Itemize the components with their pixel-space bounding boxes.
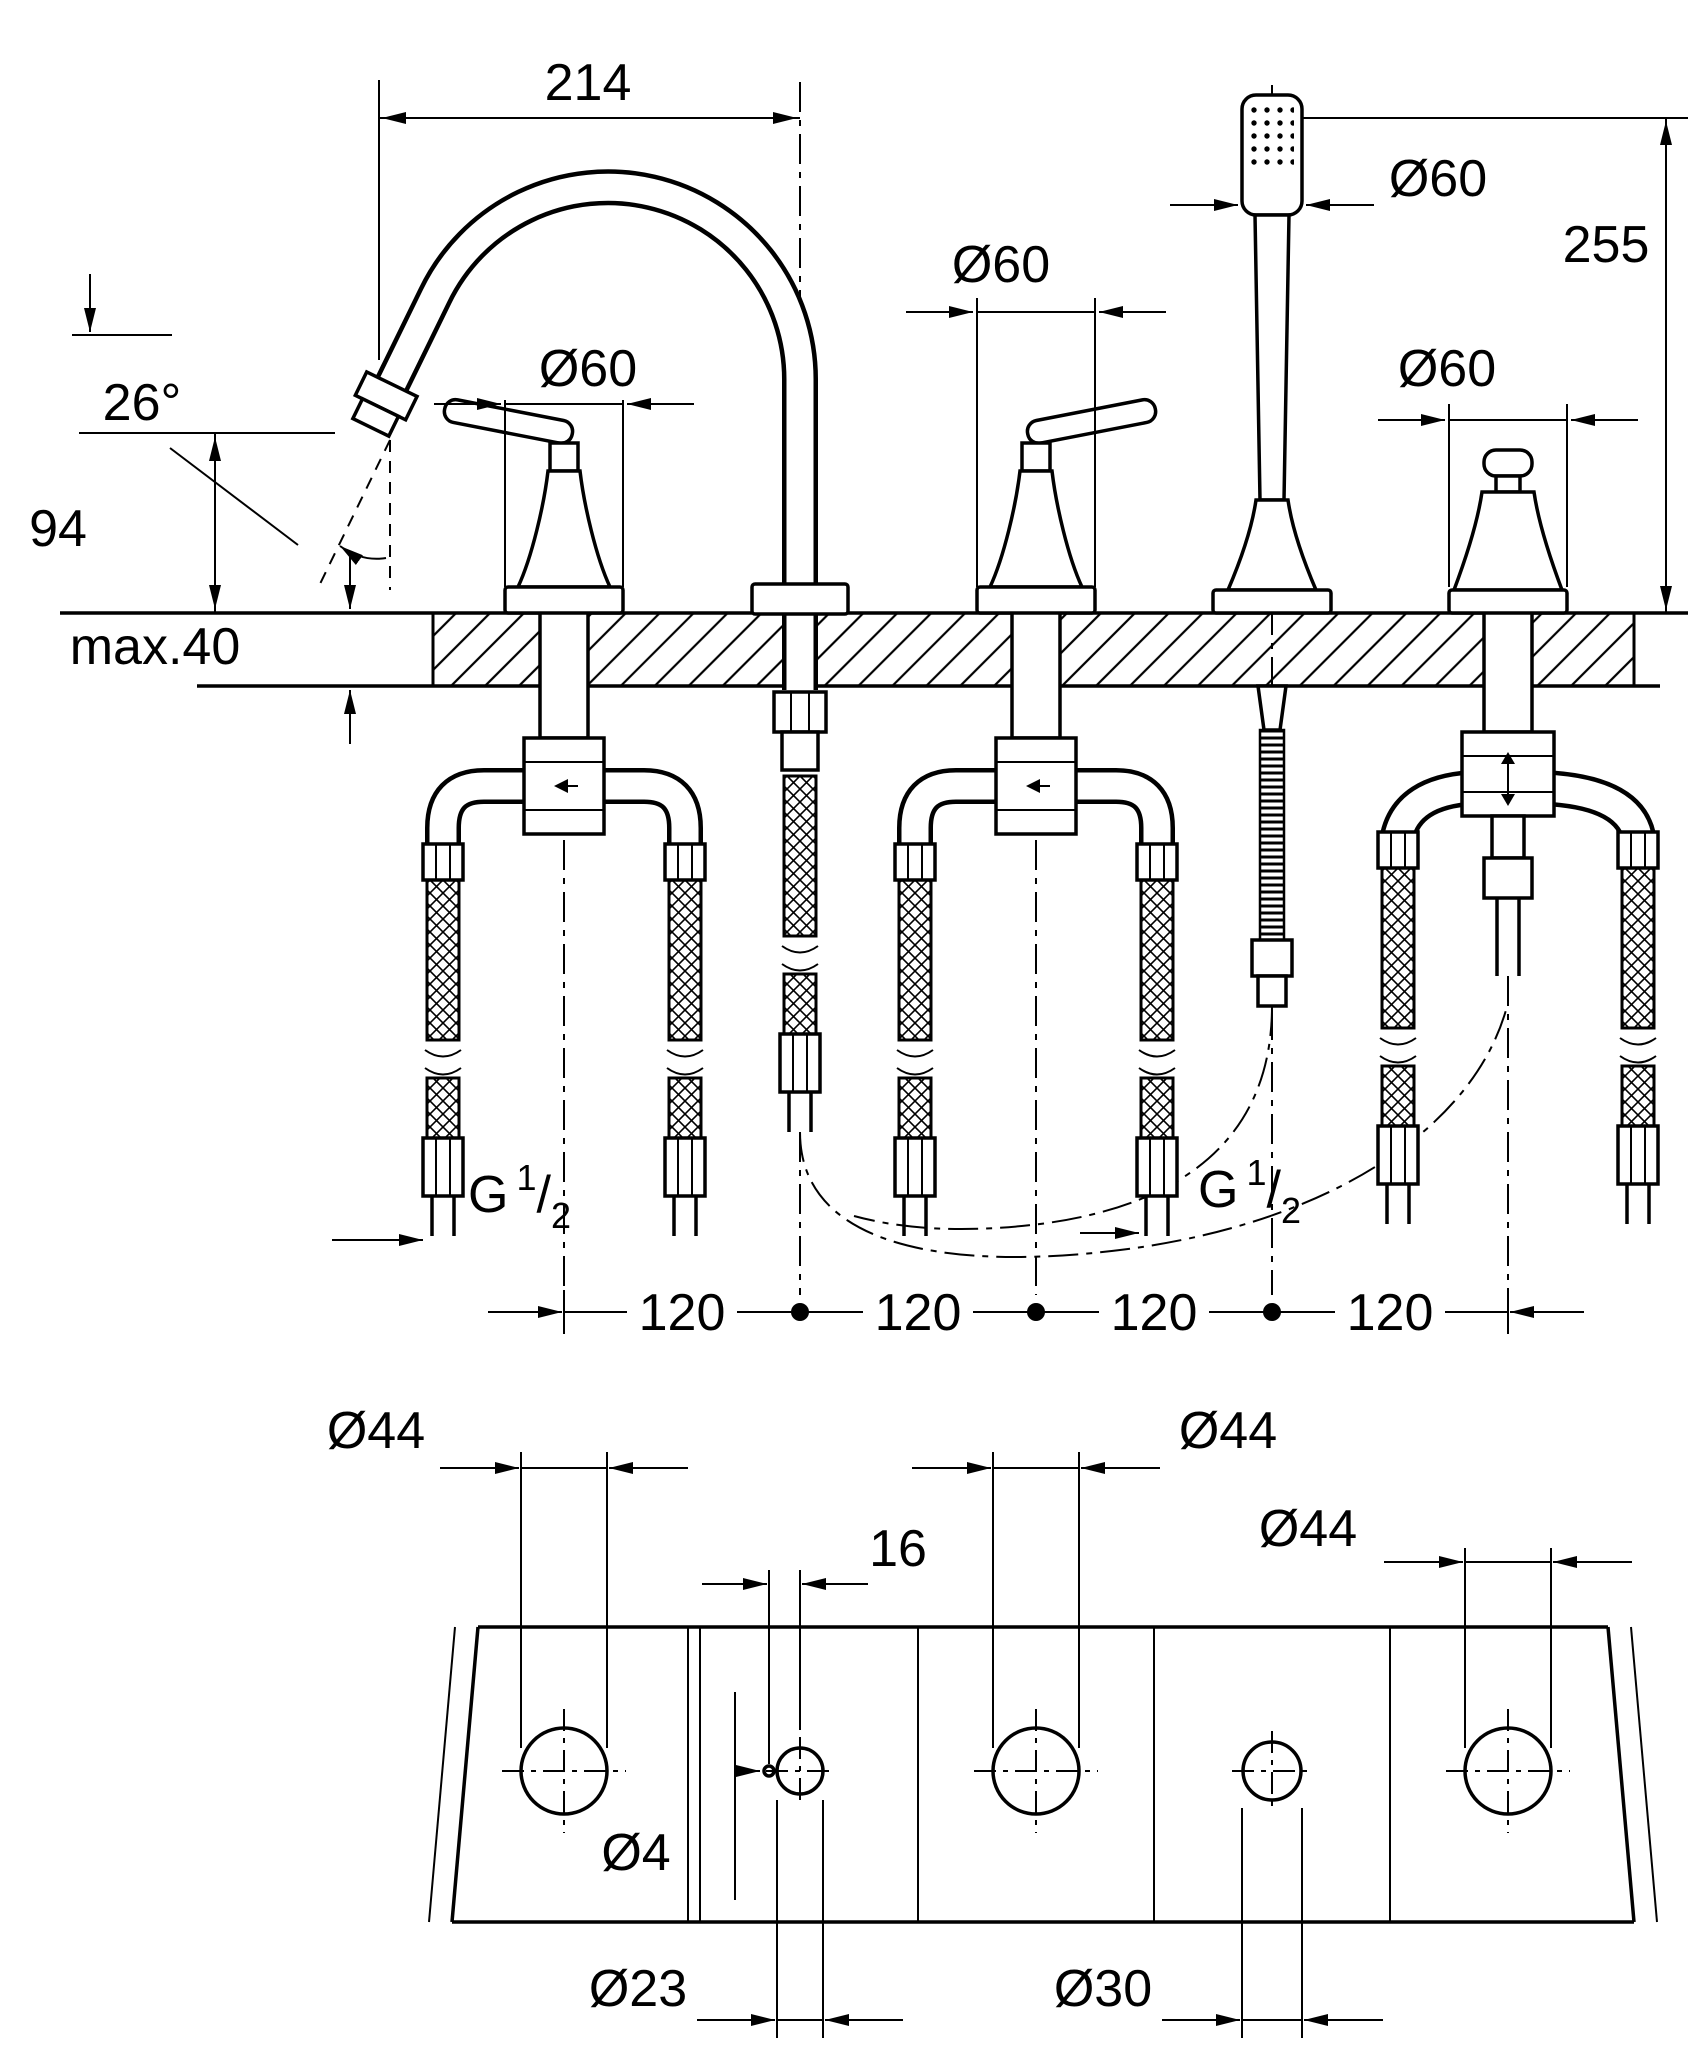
spacing-label-4: 120 bbox=[1347, 1284, 1434, 1342]
dim-handle-left-dia: Ø60 bbox=[434, 340, 694, 587]
spout-hose bbox=[778, 774, 822, 1134]
diverter bbox=[1447, 448, 1569, 615]
spout-supply-loop bbox=[799, 1009, 1507, 1258]
dim-diverter-dia: Ø60 bbox=[1378, 340, 1638, 587]
hole5-dia-label: Ø44 bbox=[1259, 1500, 1357, 1558]
pin-hole bbox=[762, 1764, 776, 1778]
supply-hose bbox=[1616, 866, 1660, 1226]
supply-hose bbox=[663, 878, 707, 1238]
hole4-dia-label: Ø30 bbox=[1054, 1960, 1152, 2018]
hole1-dia-label: Ø44 bbox=[327, 1402, 425, 1460]
hole2-dia-label: Ø23 bbox=[589, 1960, 687, 2018]
handle-left-dia-label: Ø60 bbox=[539, 340, 637, 398]
dim-hole3-dia: Ø44 bbox=[912, 1402, 1277, 1748]
plan-view: Ø44 Ø44 Ø44 16 Ø4 bbox=[327, 1402, 1658, 2038]
dim-pin-dia: Ø4 bbox=[601, 1692, 760, 1900]
drill-holes bbox=[502, 1709, 1570, 1833]
centerline-dot bbox=[791, 1303, 809, 1321]
handle-right bbox=[975, 396, 1160, 615]
dim-hole1-dia: Ø44 bbox=[327, 1402, 688, 1748]
spacing-label-1: 120 bbox=[639, 1284, 726, 1342]
spout-height-label: 94 bbox=[29, 500, 87, 558]
spout-aerator bbox=[350, 369, 420, 439]
dim-hole-spacing: 120 120 120 120 bbox=[488, 1284, 1584, 1342]
hole3-dia-label: Ø44 bbox=[1179, 1402, 1277, 1460]
dim-spout-height: 94 bbox=[29, 433, 221, 613]
spout-shank bbox=[772, 690, 828, 772]
dim-deck-thickness: max.40 bbox=[70, 556, 356, 744]
shower-spray-face bbox=[1250, 104, 1294, 170]
diverter-dia-label: Ø60 bbox=[1398, 340, 1496, 398]
dim-pin-offset: 16 bbox=[702, 1520, 927, 1764]
below-deck-plumbing bbox=[421, 82, 1660, 1295]
supply-hose bbox=[1376, 866, 1420, 1226]
supply-hose bbox=[893, 878, 937, 1238]
handshower-height-label: 255 bbox=[1563, 216, 1650, 274]
dim-handshower-dia: Ø60 bbox=[1170, 150, 1487, 211]
dim-handshower-height: 255 bbox=[1302, 117, 1688, 613]
centerline-dot bbox=[1263, 1303, 1281, 1321]
spacing-label-3: 120 bbox=[1111, 1284, 1198, 1342]
supply-hose bbox=[1135, 878, 1179, 1238]
supply-hose bbox=[421, 878, 465, 1238]
dim-hole5-dia: Ø44 bbox=[1259, 1500, 1632, 1748]
diverter-valve bbox=[1376, 609, 1660, 976]
handshower bbox=[1211, 93, 1333, 615]
deck-plan bbox=[428, 1625, 1658, 1924]
shower-pullout-hose bbox=[1250, 684, 1294, 1008]
spacing-label-2: 120 bbox=[875, 1284, 962, 1342]
shower-hose-loop bbox=[853, 1005, 1273, 1231]
dim-hole4-dia: Ø30 bbox=[1054, 1808, 1383, 2038]
handle-right-dia-label: Ø60 bbox=[952, 236, 1050, 294]
spout-reach-label: 214 bbox=[545, 54, 632, 112]
side-view: 214 26° 94 max.40 Ø6 bbox=[29, 54, 1688, 1342]
dim-spout-reach: 214 bbox=[378, 54, 800, 360]
dim-handle-right-dia: Ø60 bbox=[906, 236, 1166, 587]
spray-angle-label: 26° bbox=[103, 374, 182, 432]
dim-spray-angle: 26° bbox=[72, 274, 391, 590]
deck-thickness-label: max.40 bbox=[70, 618, 241, 676]
dim-hole2-dia: Ø23 bbox=[589, 1800, 903, 2038]
deck-side-section bbox=[60, 611, 1688, 688]
centerline-dot bbox=[1027, 1303, 1045, 1321]
handle-left bbox=[440, 396, 625, 615]
pin-offset-label: 16 bbox=[869, 1520, 927, 1578]
handshower-dia-label: Ø60 bbox=[1389, 150, 1487, 208]
pin-dia-label: Ø4 bbox=[601, 1824, 670, 1882]
spout bbox=[350, 169, 850, 690]
